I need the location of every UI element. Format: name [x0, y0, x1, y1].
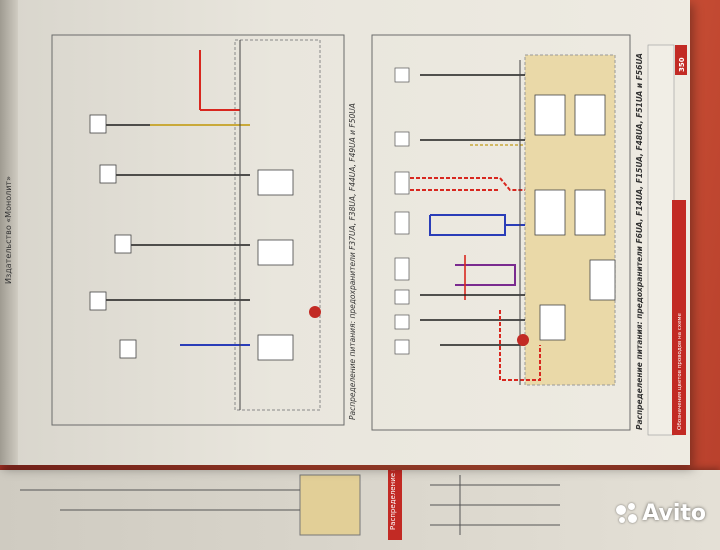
page-binding — [0, 0, 18, 465]
avito-logo-icon — [616, 502, 638, 525]
left-relays — [89, 114, 294, 361]
right-connectors — [394, 67, 410, 355]
right-wires — [410, 60, 541, 385]
wiring-diagrams: Распределение питания: предохранители F3… — [51, 34, 687, 436]
left-diagram-frame — [51, 34, 345, 426]
left-warning-marker — [309, 306, 321, 318]
left-fuse-block — [234, 39, 321, 411]
bottom-page-title: Распределение питания — [389, 470, 397, 530]
page-number-badge — [675, 45, 687, 75]
avito-watermark-text: Avito — [642, 501, 706, 526]
bottom-title-band — [388, 470, 402, 540]
left-diagram-title: Распределение питания: предохранители F3… — [348, 103, 357, 420]
right-diagram-frame — [371, 34, 631, 431]
legend-title-band — [672, 200, 686, 435]
right-warning-marker — [517, 334, 529, 346]
color-legend-title: Обозначения цветов проводов на схеме — [677, 312, 683, 430]
right-relays — [534, 94, 616, 341]
page-number: 350 — [678, 57, 686, 72]
next-page-diagram: Распределение питания — [20, 470, 560, 540]
color-legend — [647, 44, 675, 436]
right-diagram-title: Распределение питания: предохранители F6… — [635, 53, 644, 430]
book-page: Издательство «Монолит» Распред — [0, 0, 690, 465]
avito-watermark: Avito — [616, 501, 706, 526]
next-page: Распределение питания — [0, 470, 720, 550]
left-wires — [95, 50, 250, 346]
